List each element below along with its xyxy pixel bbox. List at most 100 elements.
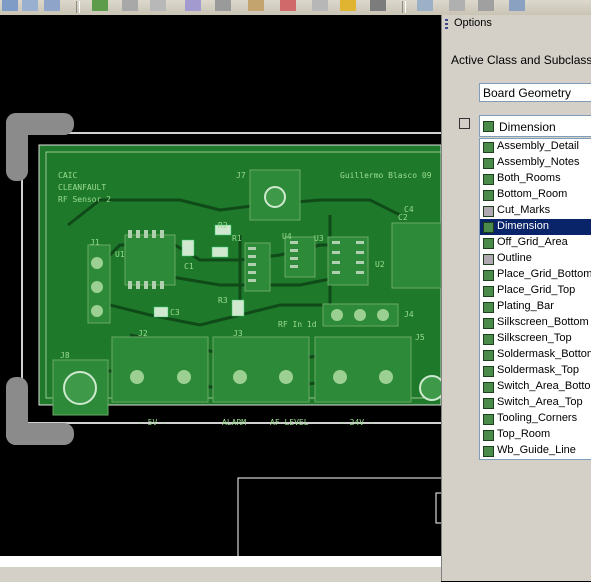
board-outline: [21, 132, 441, 424]
subclass-item-label: Place_Grid_Bottom: [497, 268, 591, 280]
subclass-item-label: Plating_Bar: [497, 300, 554, 312]
color-swatch-icon[interactable]: [483, 270, 494, 281]
component-U1: [124, 234, 176, 286]
color-swatch-icon[interactable]: [483, 190, 494, 201]
color-swatch-icon[interactable]: [483, 366, 494, 377]
subclass-item[interactable]: Switch_Area_Top: [480, 395, 591, 411]
ref-J4: J4: [404, 310, 414, 319]
color-swatch-icon[interactable]: [483, 446, 494, 457]
subclass-item-label: Switch_Area_Bottom: [497, 380, 591, 392]
subclass-item[interactable]: Outline: [480, 251, 591, 267]
color-swatch-icon[interactable]: [483, 206, 494, 217]
drag-grip-icon[interactable]: [445, 19, 448, 29]
ref-U4: U4: [282, 232, 292, 241]
color-swatch-icon[interactable]: [483, 302, 494, 313]
subclass-select-value: Dimension: [499, 120, 556, 134]
color-swatch-icon[interactable]: [483, 334, 494, 345]
silk-line-1: CAIC: [58, 171, 77, 180]
color-swatch-icon[interactable]: [483, 382, 494, 393]
scrollbar-track[interactable]: [0, 557, 441, 567]
toolbar-icon-7[interactable]: [185, 0, 201, 11]
grid-icon[interactable]: [92, 0, 108, 11]
silk-author: Guillermo Blasco 09: [340, 171, 432, 180]
toolbar-icon-8[interactable]: [215, 0, 231, 11]
toolbar-icon-9[interactable]: [248, 0, 264, 11]
toolbar-icon-13[interactable]: [370, 0, 386, 11]
toolbar-icon-16[interactable]: [478, 0, 494, 11]
subclass-item[interactable]: Dimension: [480, 219, 591, 235]
toolbar-icon-14[interactable]: [417, 0, 433, 11]
toolbar-icon-11[interactable]: [312, 0, 328, 11]
subclass-item[interactable]: Plating_Bar: [480, 299, 591, 315]
ref-U2: U2: [375, 260, 385, 269]
ref-R1: R1: [232, 234, 242, 243]
ref-R3: R3: [218, 296, 228, 305]
color-swatch-icon[interactable]: [483, 286, 494, 297]
toolbar: [0, 0, 591, 16]
subclass-item[interactable]: Silkscreen_Bottom: [480, 315, 591, 331]
subclass-item[interactable]: Switch_Area_Bottom: [480, 379, 591, 395]
toolbar-icon-1[interactable]: [2, 0, 18, 11]
design-canvas[interactable]: CAIC CLEANFAULT RF Sensor 2 Guillermo Bl…: [0, 15, 441, 571]
component-U3: [284, 236, 316, 278]
subclass-item[interactable]: Place_Grid_Top: [480, 283, 591, 299]
toolbar-icon-5[interactable]: [122, 0, 138, 11]
subclass-item-label: Soldermask_Top: [497, 364, 579, 376]
color-swatch-icon[interactable]: [483, 174, 494, 185]
subclass-item[interactable]: Tooling_Corners: [480, 411, 591, 427]
subclass-select[interactable]: Dimension: [479, 115, 591, 137]
toolbar-separator: [402, 1, 406, 13]
ref-J2: J2: [138, 329, 148, 338]
subclass-item[interactable]: Soldermask_Bottom: [480, 347, 591, 363]
color-swatch-icon[interactable]: [483, 430, 494, 441]
pcb-drawing: CAIC CLEANFAULT RF Sensor 2 Guillermo Bl…: [6, 113, 441, 571]
subclass-item[interactable]: Assembly_Detail: [480, 139, 591, 155]
subclass-item-label: Off_Grid_Area: [497, 236, 568, 248]
subclass-item-label: Assembly_Notes: [497, 156, 580, 168]
subclass-item[interactable]: Bottom_Room: [480, 187, 591, 203]
subclass-item[interactable]: Wb_Guide_Line: [480, 443, 591, 459]
ref-J3: J3: [233, 329, 243, 338]
color-swatch-icon[interactable]: [483, 318, 494, 329]
ref-U3: U3: [314, 234, 324, 243]
toolbar-icon-3[interactable]: [44, 0, 60, 11]
toolbar-icon-17[interactable]: [509, 0, 525, 11]
label-24v: - 24V -: [340, 418, 374, 427]
color-swatch-icon[interactable]: [483, 398, 494, 409]
subclass-item-label: Top_Room: [497, 428, 551, 440]
color-swatch-icon[interactable]: [483, 222, 494, 233]
color-swatch-icon[interactable]: [483, 414, 494, 425]
subclass-item-label: Silkscreen_Top: [497, 332, 572, 344]
toolbar-icon-10[interactable]: [280, 0, 296, 11]
subclass-item[interactable]: Silkscreen_Top: [480, 331, 591, 347]
color-swatch-icon[interactable]: [483, 238, 494, 249]
component-J5: [314, 336, 412, 403]
subclass-item[interactable]: Place_Grid_Bottom: [480, 267, 591, 283]
subclass-item[interactable]: Assembly_Notes: [480, 155, 591, 171]
horizontal-scrollbar[interactable]: [0, 556, 441, 582]
toolbar-icon-2[interactable]: [22, 0, 38, 11]
label-alarm: ALARM: [222, 418, 246, 427]
panel-header[interactable]: Options: [442, 15, 591, 33]
through-hole-pads: [63, 186, 441, 405]
color-swatch-icon[interactable]: [483, 254, 494, 265]
color-swatch-icon[interactable]: [483, 142, 494, 153]
ref-rf-in: RF In 1d: [278, 320, 317, 329]
subclass-item[interactable]: Soldermask_Top: [480, 363, 591, 379]
color-swatch-icon[interactable]: [483, 158, 494, 169]
ref-R2: R2: [218, 221, 228, 230]
toolbar-icon-15[interactable]: [449, 0, 465, 11]
toolbar-icon-12[interactable]: [340, 0, 356, 11]
subclass-item[interactable]: Top_Room: [480, 427, 591, 443]
subclass-item[interactable]: Cut_Marks: [480, 203, 591, 219]
subclass-item[interactable]: Off_Grid_Area: [480, 235, 591, 251]
label-5v: - 5V -: [138, 418, 167, 427]
subclass-checkbox[interactable]: [459, 118, 470, 129]
subclass-item[interactable]: Both_Rooms: [480, 171, 591, 187]
ref-U1: U1: [115, 250, 125, 259]
subclass-item-label: Silkscreen_Bottom: [497, 316, 589, 328]
color-swatch-icon[interactable]: [483, 350, 494, 361]
class-select[interactable]: Board Geometry: [479, 83, 591, 102]
toolbar-icon-6[interactable]: [150, 0, 166, 11]
